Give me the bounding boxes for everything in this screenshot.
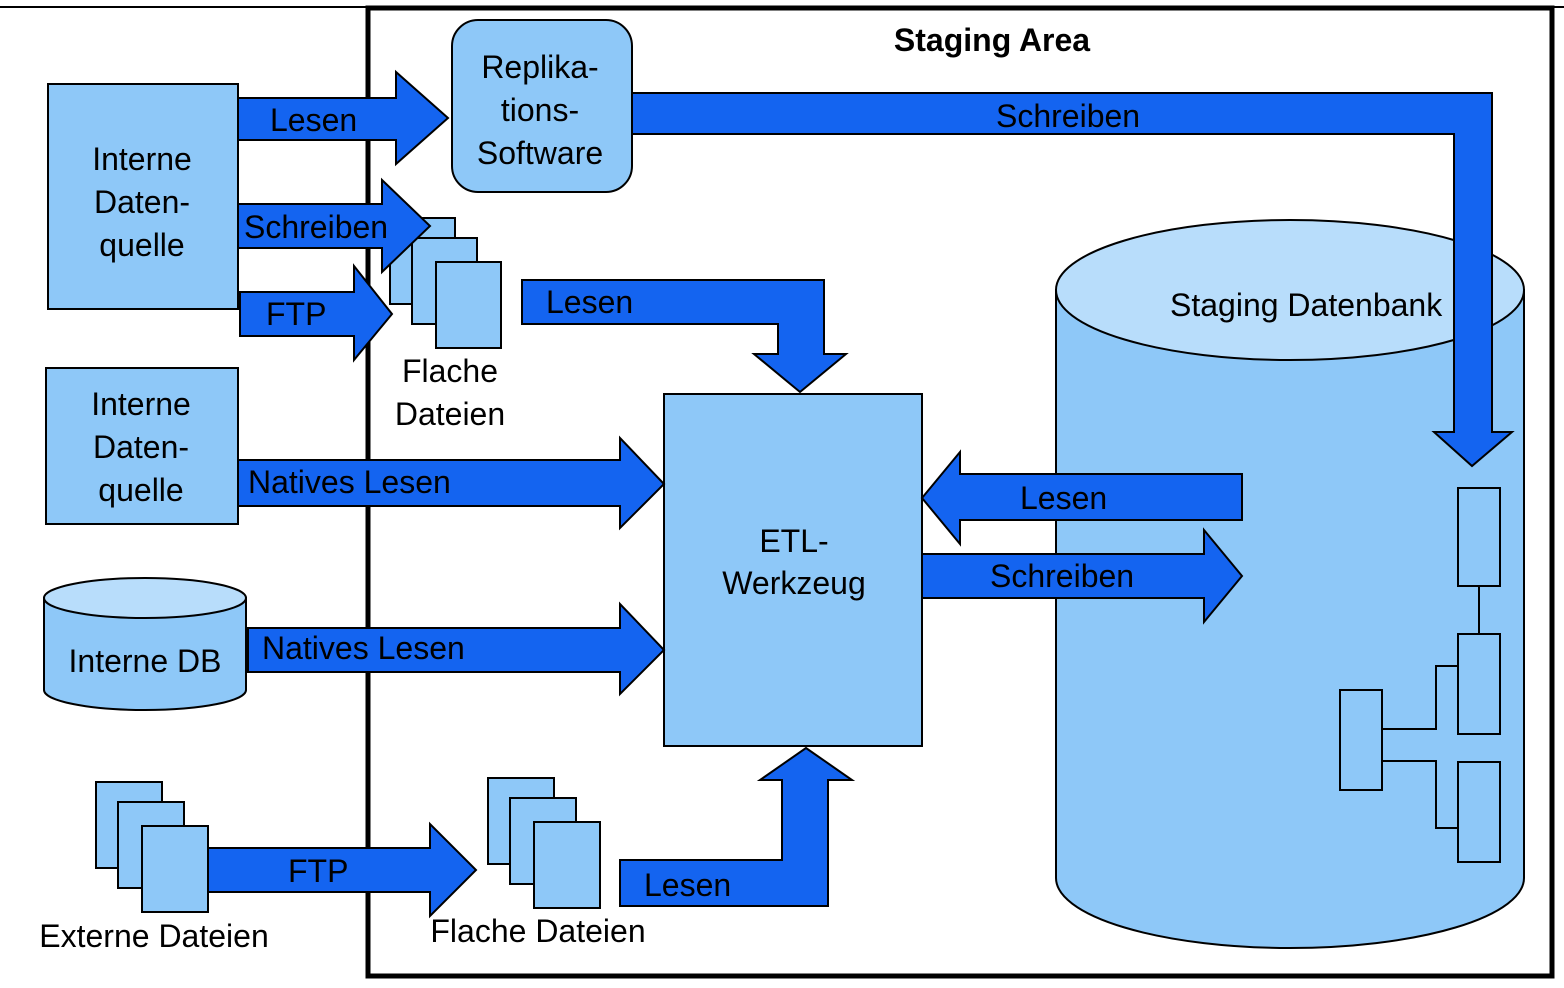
internal-source-1-line-2: Daten- bbox=[94, 184, 190, 220]
etl-tool: ETL- Werkzeug bbox=[663, 393, 923, 747]
arrow-native-read-2-label: Natives Lesen bbox=[262, 630, 465, 666]
etl-line-2: Werkzeug bbox=[722, 565, 865, 601]
internal-db: Interne DB bbox=[43, 577, 247, 711]
flat-files-top-line-1: Flache bbox=[402, 353, 498, 389]
arrow-read-flat-files-bottom-label: Lesen bbox=[644, 867, 731, 903]
internal-source-2: Interne Daten- quelle bbox=[45, 367, 239, 525]
staging-database: Staging Datenbank bbox=[1055, 219, 1525, 949]
arrow-write-flat-files-label: Schreiben bbox=[244, 209, 388, 245]
arrow-native-read-1 bbox=[237, 435, 666, 531]
flat-files-bottom-label: Flache Dateien bbox=[430, 913, 645, 949]
internal-source-2-line-3: quelle bbox=[98, 472, 183, 508]
arrow-write-staging-label: Schreiben bbox=[990, 558, 1134, 594]
arrow-ftp-flat-files bbox=[239, 263, 394, 363]
staging-db-label: Staging Datenbank bbox=[1170, 287, 1443, 323]
flat-files-top-line-2: Dateien bbox=[395, 396, 505, 432]
arrow-ftp-external-label: FTP bbox=[288, 853, 348, 889]
db-schema-icon bbox=[1339, 487, 1501, 863]
external-files-label: Externe Dateien bbox=[39, 918, 268, 954]
internal-source-2-line-2: Daten- bbox=[93, 429, 189, 465]
internal-source-1-line-3: quelle bbox=[99, 227, 184, 263]
arrow-read-staging-label: Lesen bbox=[1020, 480, 1107, 516]
arrow-read-to-replication-label: Lesen bbox=[270, 102, 357, 138]
internal-source-1: Interne Daten- quelle bbox=[47, 83, 239, 310]
internal-source-2-line-1: Interne bbox=[91, 386, 191, 422]
arrow-replication-write-label: Schreiben bbox=[996, 98, 1140, 134]
arrow-native-read-2 bbox=[247, 601, 666, 697]
replication-line-1: Replika- bbox=[481, 49, 598, 85]
arrow-write-flat-files bbox=[237, 177, 432, 275]
arrow-read-flat-files-top-label: Lesen bbox=[546, 284, 633, 320]
arrow-ftp-external bbox=[207, 821, 478, 919]
replication-software: Replika- tions- Software bbox=[451, 19, 633, 193]
arrow-read-to-replication bbox=[237, 69, 450, 167]
arrow-replication-write bbox=[631, 92, 1515, 468]
internal-source-1-line-1: Interne bbox=[92, 141, 192, 177]
etl-line-1: ETL- bbox=[759, 523, 828, 559]
arrow-read-flat-files-bottom bbox=[619, 746, 856, 907]
staging-area-title: Staging Area bbox=[894, 22, 1090, 58]
flat-files-bottom bbox=[487, 777, 601, 909]
arrow-read-staging bbox=[920, 449, 1243, 547]
arrow-write-staging bbox=[921, 527, 1244, 625]
internal-db-label: Interne DB bbox=[69, 643, 222, 679]
replication-line-2: tions- bbox=[501, 92, 579, 128]
arrow-read-flat-files-top bbox=[521, 279, 849, 394]
replication-line-3: Software bbox=[477, 135, 603, 171]
arrow-native-read-1-label: Natives Lesen bbox=[248, 464, 451, 500]
external-files bbox=[95, 781, 209, 913]
arrow-ftp-flat-files-label: FTP bbox=[266, 296, 326, 332]
